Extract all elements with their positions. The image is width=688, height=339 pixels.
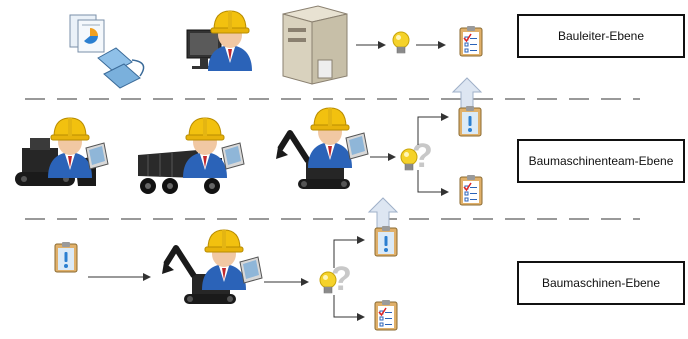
laptop-icon [221,142,245,170]
clipboard-checklist-icon [459,174,483,206]
upward-arrow-icon [368,197,398,229]
lightbulb-icon [392,31,410,54]
clipboard-checklist-icon [459,25,483,57]
server-icon [282,5,348,85]
clipboard-info-icon [374,225,398,257]
laptop-icon [345,132,369,160]
level-label-bauleiter: Bauleiter-Ebene [517,14,685,58]
clipboard-info-icon [458,105,482,137]
level-label-baumaschinen: Baumaschinen-Ebene [517,261,685,305]
clipboard-checklist-icon [374,299,398,331]
laptop-icon [85,142,109,170]
documents-phone-icon [69,14,145,89]
upward-arrow-icon [452,77,482,109]
laptop-icon [239,256,263,284]
level-label-baumaschinenteam: Baumaschinenteam-Ebene [517,139,685,183]
site-manager-computer-icon [186,10,253,72]
clipboard-info-icon [54,241,78,273]
